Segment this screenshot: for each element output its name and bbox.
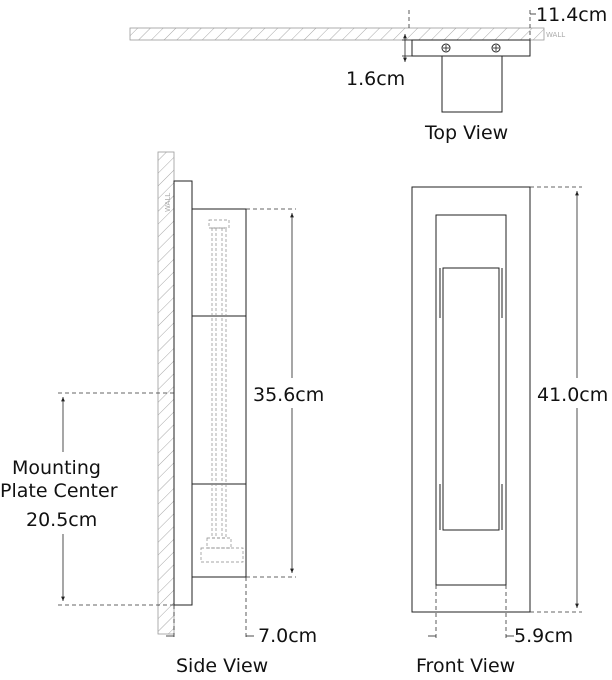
side-view-title: Side View: [176, 655, 268, 677]
screw-icon: [491, 43, 501, 53]
top-view: WALL 11.4cm 1.6cm Top View: [129, 4, 607, 144]
screw-icon: [441, 43, 451, 53]
front-view: 41.0cm 5.9cm Front View: [411, 186, 612, 677]
top-wall-plate: [411, 39, 531, 57]
mount-label-line1: Mounting: [12, 457, 101, 479]
top-wall: [129, 27, 545, 41]
mount-value-label: 20.5cm: [26, 509, 97, 531]
front-fixture-body: [435, 214, 507, 586]
side-height-label: 35.6cm: [253, 384, 324, 406]
top-depth-label: 11.4cm: [536, 4, 607, 26]
top-view-title: Top View: [424, 122, 508, 144]
side-view: WALL 35.6cm Mounting Plate Center 20.5cm: [0, 151, 332, 677]
front-diffuser: [442, 267, 500, 531]
front-width-label: 5.9cm: [514, 625, 573, 647]
side-fixture-body: [191, 208, 247, 578]
front-view-title: Front View: [416, 655, 515, 677]
top-fixture-body: [441, 55, 503, 113]
side-depth-label: 7.0cm: [258, 625, 317, 647]
front-height-label: 41.0cm: [537, 384, 608, 406]
top-wall-label: WALL: [546, 31, 565, 39]
side-backplate: [173, 180, 193, 606]
top-plate-label: 1.6cm: [346, 68, 405, 90]
mount-label-line2: Plate Center: [0, 480, 118, 502]
lamp-hidden-outline: [200, 219, 244, 563]
side-wall-label: WALL: [164, 193, 172, 212]
front-clips: [439, 268, 503, 530]
